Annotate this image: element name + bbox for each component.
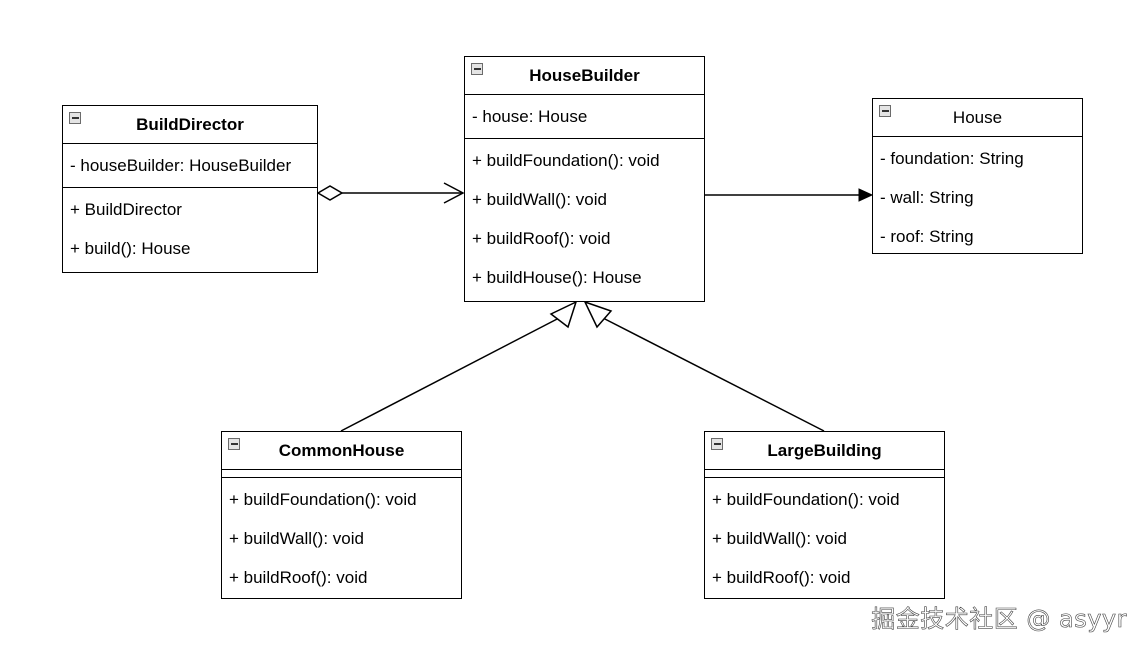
method-row: + buildWall(): void <box>229 529 364 548</box>
generalization-connector-largebuilding <box>583 300 825 432</box>
attribute-row: - houseBuilder: HouseBuilder <box>70 156 292 175</box>
attribute-row: - foundation: String <box>880 149 1024 168</box>
association-connector <box>705 188 874 202</box>
attributes-section: - house: House <box>465 95 704 139</box>
class-header: CommonHouse <box>222 432 461 470</box>
class-name: CommonHouse <box>278 440 405 460</box>
class-header: HouseBuilder <box>465 57 704 95</box>
collapse-icon[interactable] <box>879 105 891 117</box>
methods-section: + BuildDirector + build(): House <box>63 188 317 270</box>
methods-section: + buildFoundation(): void + buildWall():… <box>222 478 461 599</box>
class-header: House <box>873 99 1082 137</box>
open-arrowhead <box>443 182 465 204</box>
aggregation-diamond <box>316 185 344 201</box>
class-name: HouseBuilder <box>529 65 640 85</box>
attributes-section <box>222 470 461 478</box>
method-row: + build(): House <box>70 239 191 258</box>
filled-arrowhead <box>858 188 874 202</box>
methods-section: + buildFoundation(): void + buildWall():… <box>465 139 704 299</box>
method-row: + BuildDirector <box>70 200 182 219</box>
attribute-row: - wall: String <box>880 188 974 207</box>
method-row: + buildWall(): void <box>472 190 607 209</box>
attributes-section: - houseBuilder: HouseBuilder <box>63 144 317 188</box>
attributes-section <box>705 470 944 478</box>
method-row: + buildHouse(): House <box>472 268 642 287</box>
class-name: BuildDirector <box>136 114 244 134</box>
generalization-connector-commonhouse <box>340 300 578 432</box>
method-row: + buildRoof(): void <box>712 568 851 587</box>
generalization-triangle <box>583 300 613 329</box>
attribute-row: - roof: String <box>880 227 974 246</box>
collapse-icon[interactable] <box>471 63 483 75</box>
class-house[interactable]: House - foundation: String - wall: Strin… <box>872 98 1083 254</box>
class-header: LargeBuilding <box>705 432 944 470</box>
class-builddirector[interactable]: BuildDirector - houseBuilder: HouseBuild… <box>62 105 318 273</box>
method-row: + buildWall(): void <box>712 529 847 548</box>
class-commonhouse[interactable]: CommonHouse + buildFoundation(): void + … <box>221 431 462 599</box>
collapse-icon[interactable] <box>711 438 723 450</box>
class-name: LargeBuilding <box>767 440 882 460</box>
method-row: + buildFoundation(): void <box>229 490 417 509</box>
attributes-section: - foundation: String - wall: String - ro… <box>873 137 1082 258</box>
watermark: 掘金技术社区 @ asyyr <box>871 605 1127 634</box>
generalization-triangle <box>549 300 578 329</box>
aggregation-connector <box>316 182 465 204</box>
collapse-icon[interactable] <box>69 112 81 124</box>
class-largebuilding[interactable]: LargeBuilding + buildFoundation(): void … <box>704 431 945 599</box>
collapse-icon[interactable] <box>228 438 240 450</box>
methods-section: + buildFoundation(): void + buildWall():… <box>705 478 944 599</box>
method-row: + buildRoof(): void <box>229 568 368 587</box>
method-row: + buildFoundation(): void <box>712 490 900 509</box>
class-housebuilder[interactable]: HouseBuilder - house: House + buildFound… <box>464 56 705 302</box>
class-name: House <box>952 107 1003 127</box>
method-row: + buildRoof(): void <box>472 229 611 248</box>
class-header: BuildDirector <box>63 106 317 144</box>
attribute-row: - house: House <box>472 107 588 126</box>
method-row: + buildFoundation(): void <box>472 151 660 170</box>
